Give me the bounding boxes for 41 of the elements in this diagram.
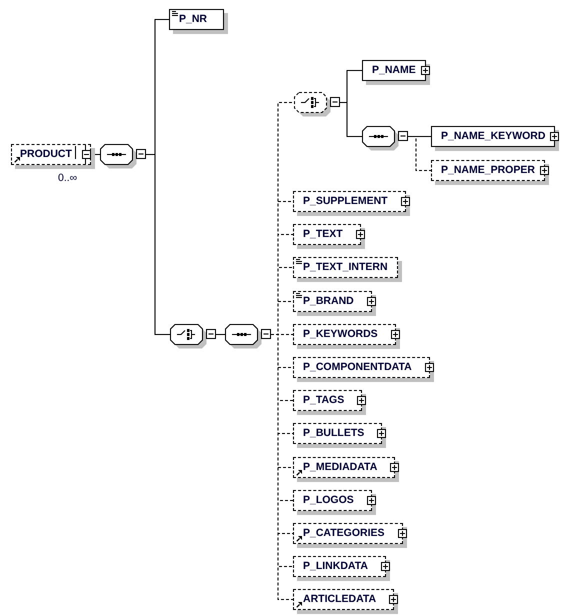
element-box bbox=[11, 144, 95, 169]
element-name: P_LINKDATA bbox=[303, 560, 368, 572]
connector-line bbox=[216, 334, 226, 335]
element-box bbox=[293, 357, 434, 382]
element-box bbox=[362, 60, 430, 85]
element-box bbox=[293, 457, 400, 482]
element-name: P_BRAND bbox=[303, 295, 354, 307]
element-box bbox=[293, 556, 390, 581]
element-name: PRODUCT bbox=[20, 148, 72, 160]
element-box bbox=[293, 291, 376, 316]
element-name: P_LOGOS bbox=[303, 494, 354, 506]
element-box bbox=[293, 191, 410, 216]
element-name: P_NAME_KEYWORD bbox=[441, 130, 546, 142]
element-name: P_MEDIADATA bbox=[303, 461, 378, 473]
element-box bbox=[293, 423, 386, 448]
connector-line bbox=[146, 154, 170, 335]
element-box bbox=[293, 224, 365, 249]
element-box bbox=[293, 324, 400, 349]
multiplicity-label: 0..∞ bbox=[58, 172, 78, 185]
element-name: P_BULLETS bbox=[303, 427, 364, 439]
element-name: P_COMPONENTDATA bbox=[303, 361, 412, 373]
element-box bbox=[293, 589, 398, 614]
connector-line bbox=[94, 154, 100, 155]
element-box bbox=[431, 160, 549, 185]
element-box bbox=[293, 257, 402, 282]
element-box bbox=[431, 126, 560, 151]
connector-line bbox=[408, 136, 432, 171]
element-name: P_NAME bbox=[372, 64, 416, 76]
element-name: P_TAGS bbox=[303, 394, 344, 406]
element-box bbox=[293, 490, 376, 515]
element-name: P_TEXT bbox=[303, 228, 343, 240]
element-name: ARTICLEDATA bbox=[303, 593, 376, 605]
element-box bbox=[169, 9, 228, 34]
element-name: P_NAME_PROPER bbox=[441, 164, 535, 176]
element-name: P_CATEGORIES bbox=[303, 527, 384, 539]
element-name: P_SUPPLEMENT bbox=[303, 195, 388, 207]
element-box bbox=[293, 390, 366, 415]
element-name: P_KEYWORDS bbox=[303, 328, 378, 340]
element-name: P_NR bbox=[179, 13, 208, 25]
element-box bbox=[293, 523, 406, 548]
element-name: P_TEXT_INTERN bbox=[303, 261, 388, 273]
